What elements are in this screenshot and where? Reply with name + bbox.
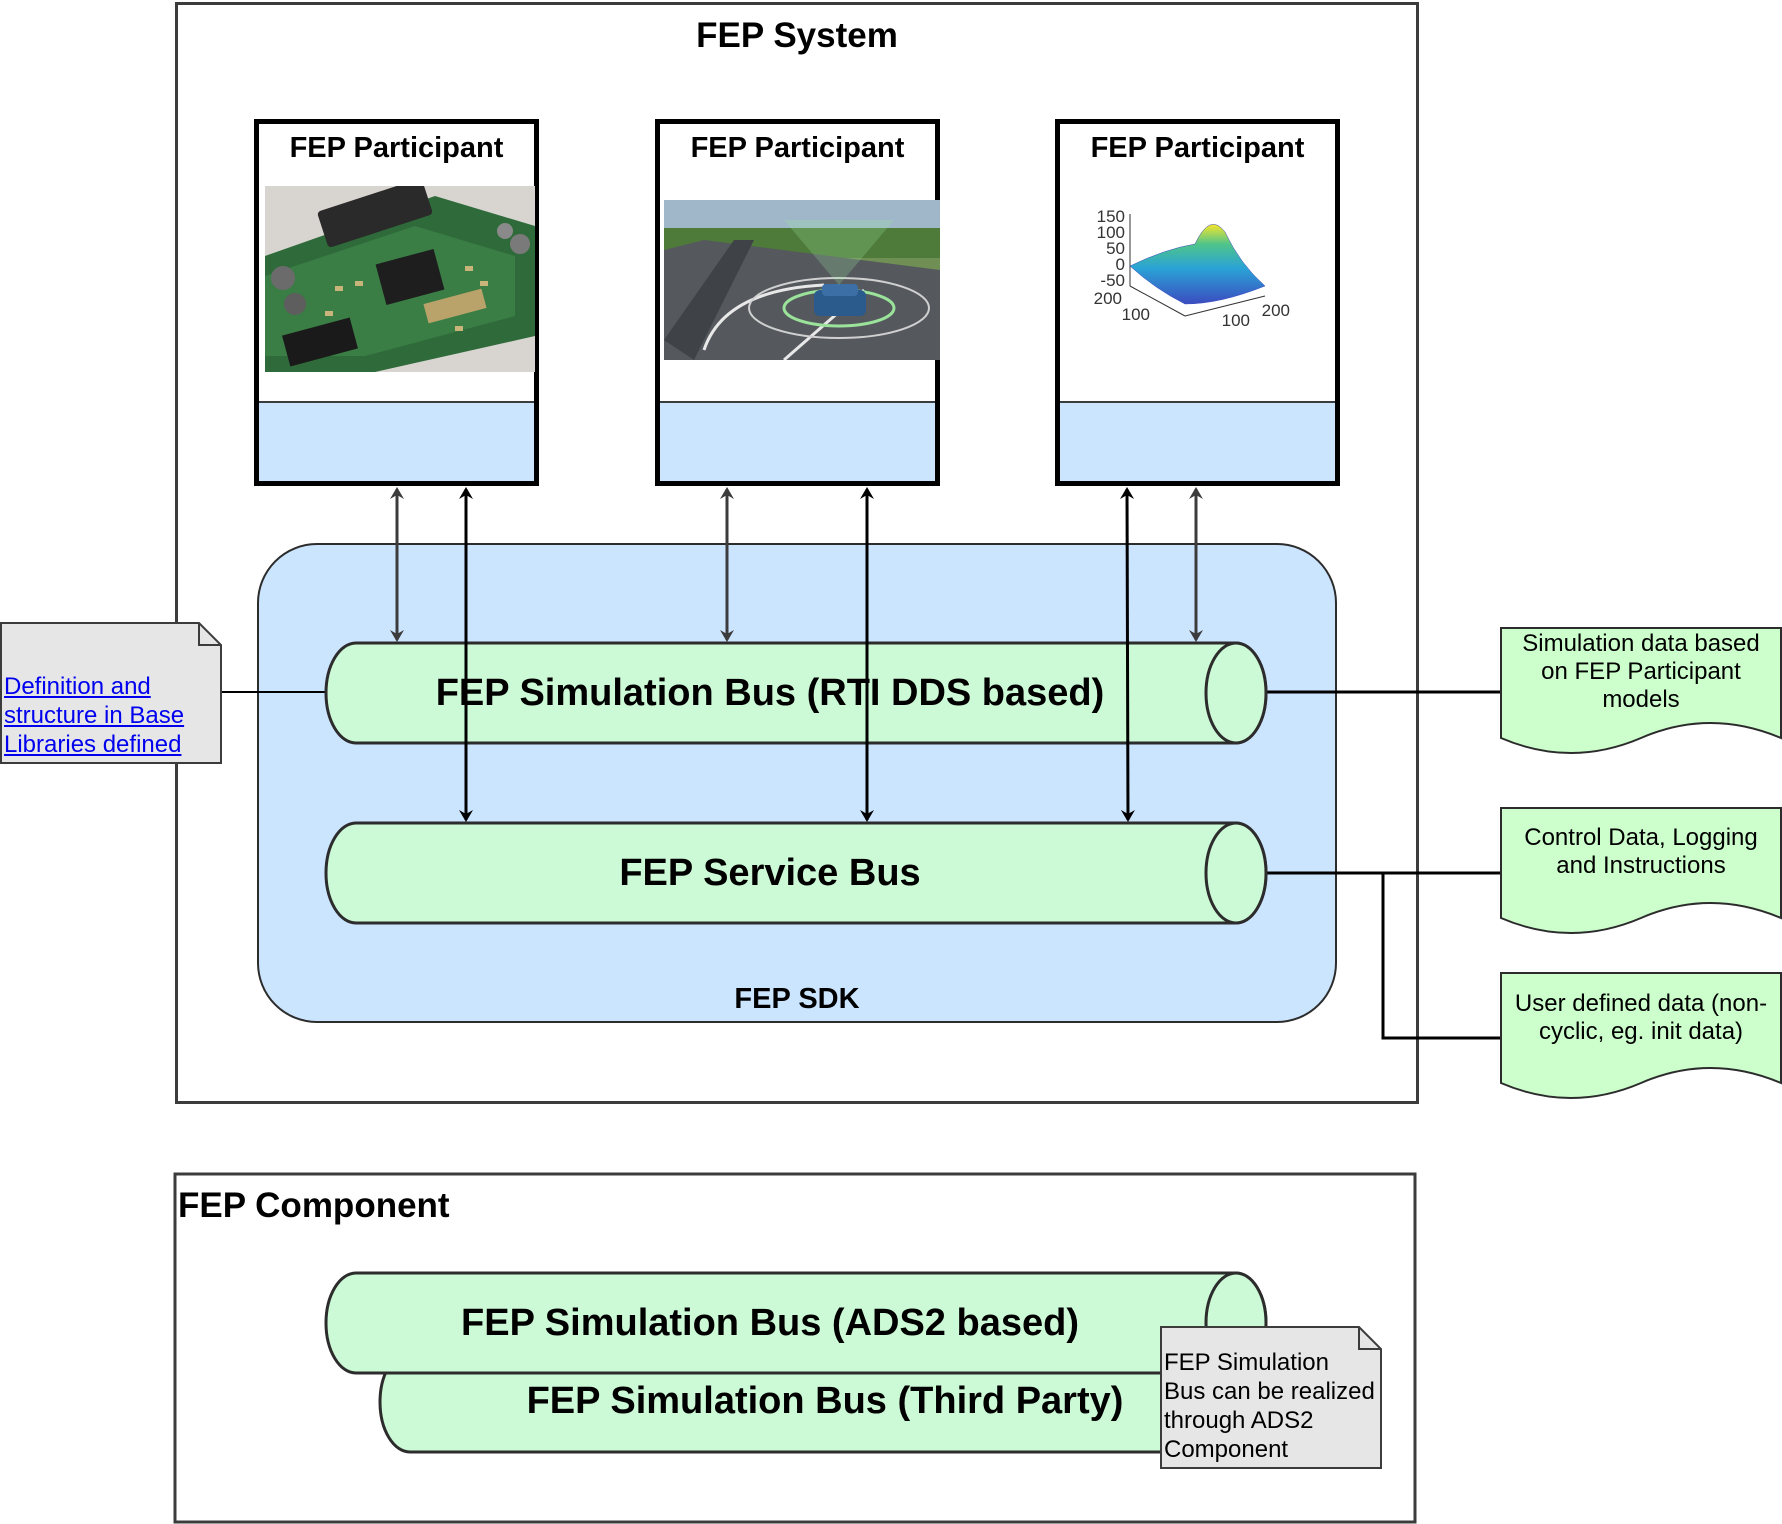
service-bus-label: FEP Service Bus xyxy=(619,852,921,894)
ads2-note-text: FEP Simulation Bus can be realized throu… xyxy=(1164,1348,1380,1464)
doc-line: and Instructions xyxy=(1556,852,1726,879)
doc-line: User defined data (non- xyxy=(1514,990,1768,1017)
doc-line: on FEP Participant xyxy=(1541,658,1741,685)
fep-system-title: FEP System xyxy=(696,16,898,55)
simulation-data-doc-text: Simulation data based on FEP Participant… xyxy=(1501,630,1781,714)
fep-sdk-container xyxy=(257,543,1337,1023)
y-tick-label: 200 xyxy=(1094,289,1122,308)
fep-system-frame xyxy=(175,2,1419,1104)
note-line: Bus can be realized xyxy=(1164,1378,1375,1405)
surface-plot-image: 150 100 50 0 -50 200 100 100 200 xyxy=(1094,207,1290,330)
service-bus-arrow xyxy=(1120,487,1135,822)
z-tick-label: 150 xyxy=(1097,207,1125,226)
participant-interface-area xyxy=(259,401,534,481)
note-line: Component xyxy=(1164,1436,1289,1463)
simulation-bus-label: FEP Simulation Bus (RTI DDS based) xyxy=(435,672,1105,714)
third-party-bus-label: FEP Simulation Bus (Third Party) xyxy=(526,1380,1124,1422)
z-tick-label: 0 xyxy=(1116,255,1125,274)
participant-title: FEP Participant xyxy=(1090,132,1305,164)
participant-box-1: FEP Participant xyxy=(254,119,539,486)
doc-line: Control Data, Logging xyxy=(1524,824,1758,851)
user-data-doc-text: User defined data (non- cyclic, eg. init… xyxy=(1501,990,1781,1046)
z-tick-label: 100 xyxy=(1097,223,1125,242)
base-libraries-link-line[interactable]: Definition and xyxy=(4,673,151,700)
x-tick-label: 100 xyxy=(1222,311,1250,330)
base-libraries-link-line[interactable]: structure in Base xyxy=(4,702,185,729)
participant-interface-area xyxy=(1060,401,1335,481)
note-line: FEP Simulation xyxy=(1164,1349,1329,1376)
x-tick-label: 200 xyxy=(1262,301,1290,320)
doc-shape-control-data xyxy=(1500,807,1782,934)
participant-interface-area xyxy=(660,401,935,481)
doc-line: Simulation data based xyxy=(1522,630,1760,657)
note-line: through ADS2 xyxy=(1164,1407,1314,1434)
fep-sdk-label: FEP SDK xyxy=(734,983,860,1015)
z-tick-label: 50 xyxy=(1106,239,1125,258)
z-tick-label: -50 xyxy=(1100,271,1125,290)
service-bus-cylinder xyxy=(324,821,1268,925)
doc-shape-simulation-data xyxy=(1500,627,1782,754)
fep-component-title: FEP Component xyxy=(178,1186,450,1225)
autonomous-car-image xyxy=(664,200,940,360)
base-libraries-note-text: Definition and structure in Base Librari… xyxy=(4,672,214,759)
y-tick-label: 100 xyxy=(1122,305,1150,324)
circuit-board-image xyxy=(265,186,535,372)
simulation-bus-cylinder xyxy=(324,641,1268,745)
doc-line: cyclic, eg. init data) xyxy=(1538,1018,1744,1045)
doc-shape-user-data xyxy=(1500,972,1782,1099)
base-libraries-link-line[interactable]: Libraries defined xyxy=(4,731,182,758)
doc-line: models xyxy=(1602,686,1680,713)
participant-title: FEP Participant xyxy=(690,132,905,164)
participant-title: FEP Participant xyxy=(289,132,504,164)
participant-box-3: FEP Participant 150 100 50 0 -50 200 xyxy=(1055,119,1340,486)
base-libraries-note xyxy=(0,622,222,764)
fep-component-frame xyxy=(173,1172,1417,1524)
control-data-doc-text: Control Data, Logging and Instructions xyxy=(1501,824,1781,880)
ads2-bus-label: FEP Simulation Bus (ADS2 based) xyxy=(461,1302,1079,1344)
ads2-component-note xyxy=(1160,1326,1382,1469)
user-data-connector xyxy=(1381,873,1501,1040)
participant-box-2: FEP Participant xyxy=(655,119,940,486)
